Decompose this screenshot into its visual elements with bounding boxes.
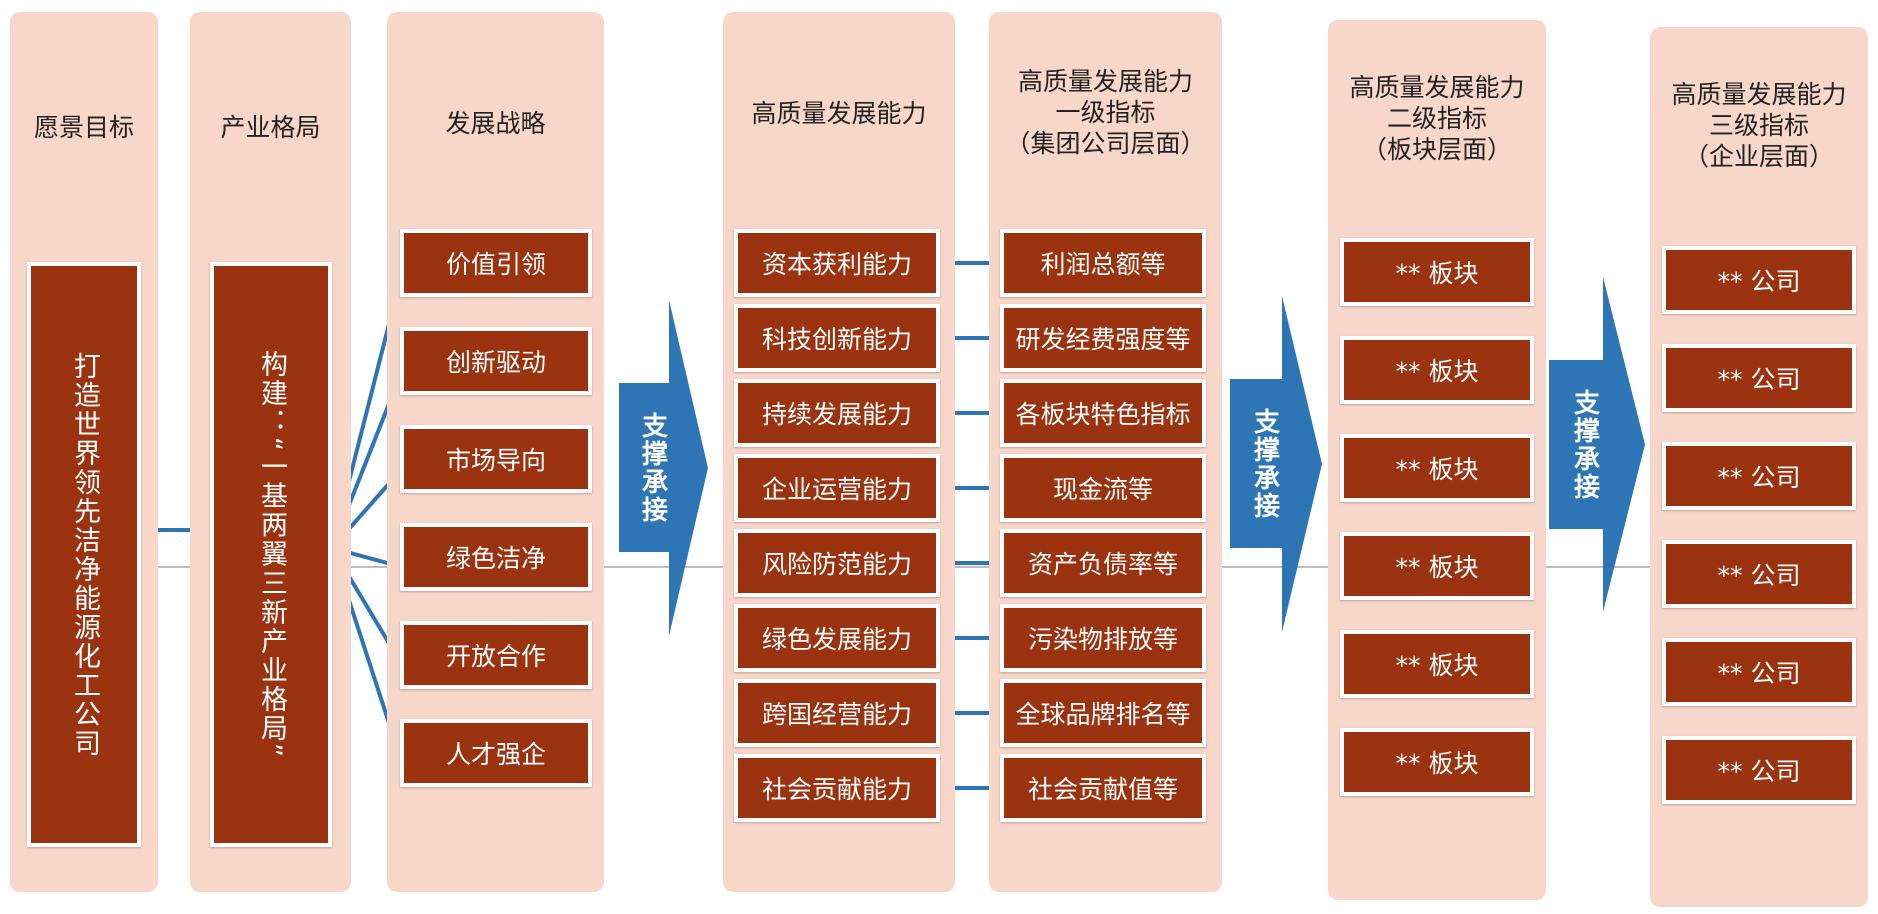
column-title-industry: 产业格局 (220, 113, 321, 142)
vision-line-1: 打造世界领先洁净 (69, 351, 100, 584)
level3-item-3: ** 公司 (1662, 442, 1856, 510)
level1-title-line-2: 一级指标 (1055, 98, 1156, 127)
capability-item-4: 企业运营能力 (734, 454, 940, 522)
column-title-level3: 高质量发展能力 三级指标 （企业层面） (1650, 79, 1868, 172)
level1-title-line-1: 高质量发展能力 (1017, 67, 1193, 96)
strategy-item-5: 开放合作 (400, 621, 592, 689)
level2-item-2: ** 板块 (1340, 336, 1534, 404)
level1-item-8: 社会贡献值等 (1000, 754, 1206, 822)
level2-title-line-1: 高质量发展能力 (1349, 73, 1525, 102)
industry-box: 构建：“一基两翼 三新产业格局” (210, 262, 332, 847)
column-title-strategy: 发展战略 (445, 109, 546, 138)
capability-item-2: 科技创新能力 (734, 304, 940, 372)
support-arrow-1 (619, 300, 708, 636)
level1-item-3: 各板块特色指标 (1000, 379, 1206, 447)
level2-item-6: ** 板块 (1340, 728, 1534, 796)
column-title-level1: 高质量发展能力 一级指标 （集团公司层面） (989, 66, 1222, 159)
level1-item-6: 污染物排放等 (1000, 604, 1206, 672)
column-title-vision: 愿景目标 (33, 113, 134, 142)
level3-item-5: ** 公司 (1662, 638, 1856, 706)
strategy-item-2: 创新驱动 (400, 327, 592, 395)
level3-item-1: ** 公司 (1662, 246, 1856, 314)
level2-title-line-2: 二级指标 (1386, 104, 1487, 133)
level1-item-7: 全球品牌排名等 (1000, 679, 1206, 747)
support-arrow-3 (1549, 277, 1645, 612)
strategy-item-6: 人才强企 (400, 719, 592, 787)
strategy-item-4: 绿色洁净 (400, 523, 592, 591)
capability-item-8: 社会贡献能力 (734, 754, 940, 822)
level2-item-5: ** 板块 (1340, 630, 1534, 698)
column-title-capability: 高质量发展能力 (751, 99, 927, 128)
vision-text: 打造世界领先洁净 能源化工公司 (31, 266, 137, 843)
capability-item-6: 绿色发展能力 (734, 604, 940, 672)
level3-title-line-3: （企业层面） (1683, 142, 1834, 171)
column-title-level2: 高质量发展能力 二级指标 （板块层面） (1328, 72, 1546, 165)
industry-line-1: 构建：“一基两翼 (256, 350, 287, 569)
industry-text: 构建：“一基两翼 三新产业格局” (214, 266, 328, 843)
level3-item-6: ** 公司 (1662, 736, 1856, 804)
column-vision: 愿景目标 打造世界领先洁净 能源化工公司 (10, 12, 158, 892)
capability-item-5: 风险防范能力 (734, 529, 940, 597)
capability-item-7: 跨国经营能力 (734, 679, 940, 747)
level2-item-1: ** 板块 (1340, 238, 1534, 306)
capability-item-1: 资本获利能力 (734, 229, 940, 297)
level2-item-4: ** 板块 (1340, 532, 1534, 600)
vision-box: 打造世界领先洁净 能源化工公司 (27, 262, 141, 847)
level3-item-2: ** 公司 (1662, 344, 1856, 412)
level2-title-line-3: （板块层面） (1361, 135, 1512, 164)
level1-title-line-3: （集团公司层面） (1005, 129, 1206, 158)
capability-item-3: 持续发展能力 (734, 379, 940, 447)
level2-item-3: ** 板块 (1340, 434, 1534, 502)
column-industry: 产业格局 构建：“一基两翼 三新产业格局” (190, 12, 351, 892)
support-arrow-2 (1230, 296, 1322, 632)
level3-title-line-2: 三级指标 (1708, 111, 1809, 140)
level1-item-1: 利润总额等 (1000, 229, 1206, 297)
strategy-item-3: 市场导向 (400, 425, 592, 493)
vision-line-2: 能源化工公司 (69, 583, 100, 758)
support-arrow-label-2: 支撑承接 (1249, 407, 1280, 520)
level3-title-line-1: 高质量发展能力 (1671, 80, 1847, 109)
level1-item-2: 研发经费强度等 (1000, 304, 1206, 372)
strategy-item-1: 价值引领 (400, 229, 592, 297)
level1-item-4: 现金流等 (1000, 454, 1206, 522)
level3-item-4: ** 公司 (1662, 540, 1856, 608)
level1-item-5: 资产负债率等 (1000, 529, 1206, 597)
support-arrow-label-3: 支撑承接 (1569, 388, 1600, 501)
industry-line-2: 三新产业格局” (256, 569, 287, 759)
support-arrow-label-1: 支撑承接 (637, 411, 668, 524)
